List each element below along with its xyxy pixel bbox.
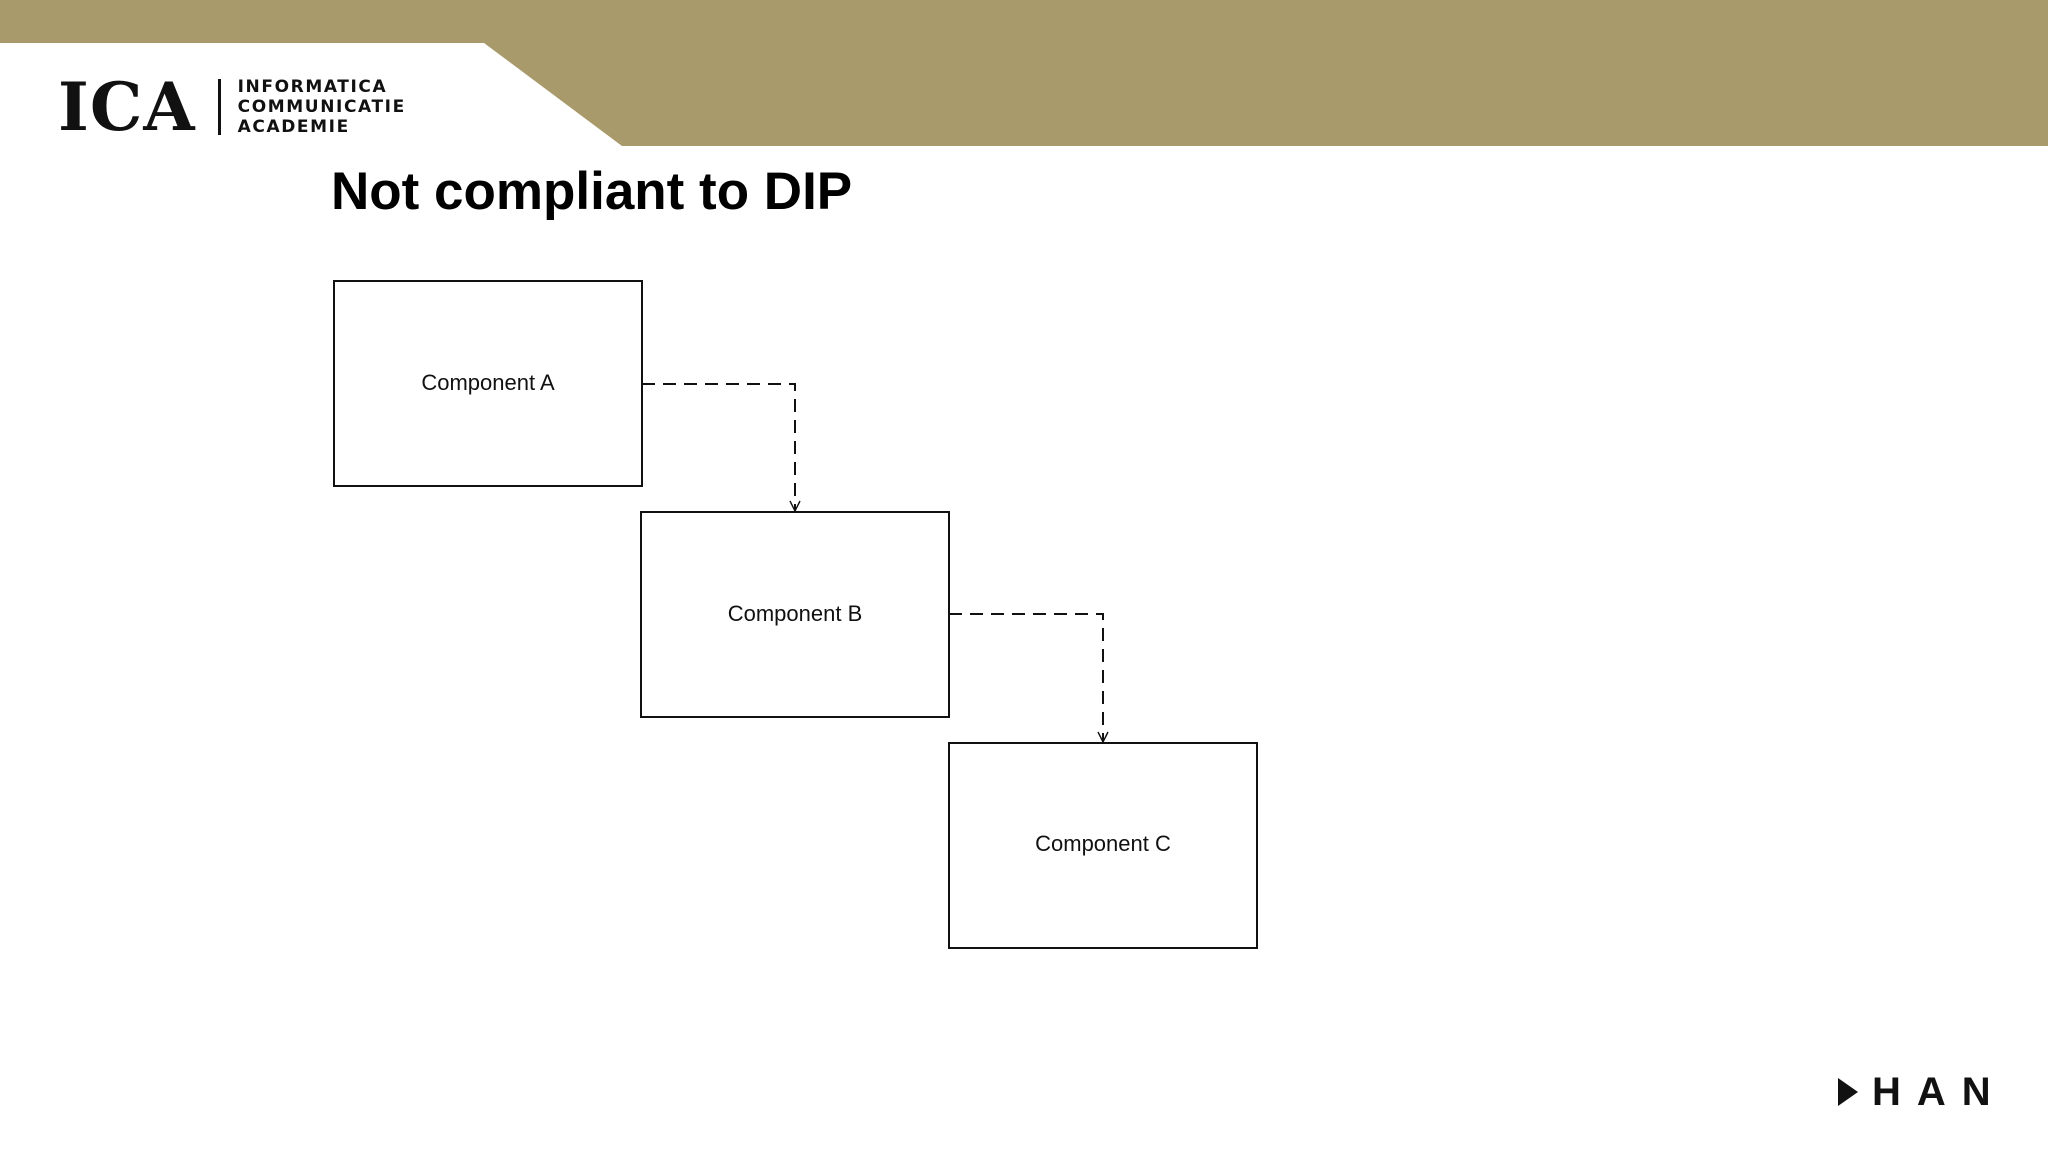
component-box-a: Component A	[333, 280, 643, 487]
component-a-label: Component A	[421, 370, 555, 395]
component-c-label: Component C	[1035, 831, 1171, 856]
ica-logo-separator	[217, 79, 221, 135]
ica-logo-line: ACADEMIE	[237, 117, 350, 137]
play-triangle-icon	[1838, 1078, 1858, 1106]
ica-logo-words: INFORMATICA COMMUNICATIE ACADEMIE	[238, 77, 406, 137]
header-band	[0, 0, 2048, 146]
han-logo: HAN	[1838, 1067, 2007, 1117]
han-logo-text: HAN	[1872, 1070, 2007, 1114]
component-box-b: Component B	[640, 511, 950, 718]
ica-logo-line: COMMUNICATIE	[237, 97, 406, 117]
slide-title: Not compliant to DIP	[331, 162, 853, 221]
ica-logo-line: INFORMATICA	[237, 77, 388, 97]
ica-logo: ICA INFORMATICA COMMUNICATIE ACADEMIE	[58, 72, 406, 142]
ica-logo-mark: ICA	[58, 68, 196, 146]
dependency-arrow-a-to-b	[642, 383, 795, 511]
component-box-c: Component C	[948, 742, 1258, 949]
dependency-arrow-b-to-c	[949, 613, 1103, 742]
header-band-shape	[0, 0, 2048, 146]
component-b-label: Component B	[728, 601, 863, 626]
